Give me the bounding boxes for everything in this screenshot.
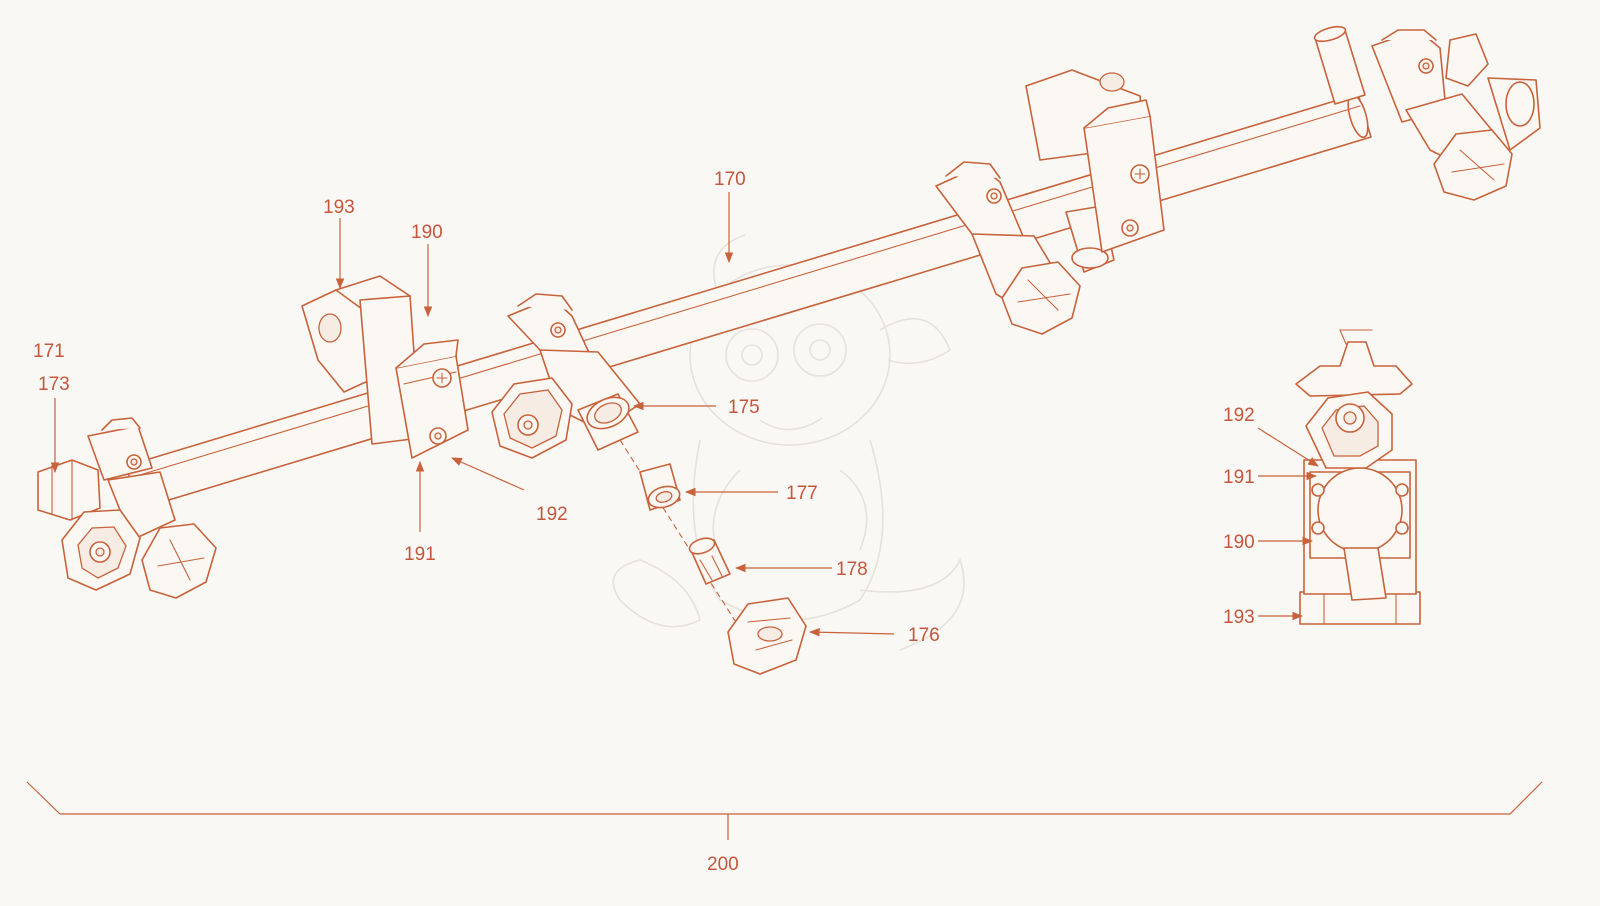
label-171: 171 bbox=[33, 341, 65, 362]
label-191: 191 bbox=[404, 544, 436, 565]
label-192: 192 bbox=[536, 504, 568, 525]
leader-lines bbox=[50, 192, 1319, 637]
label-193: 193 bbox=[323, 197, 355, 218]
label-200: 200 bbox=[707, 854, 739, 875]
label-173: 173 bbox=[38, 374, 70, 395]
end-view-inset bbox=[1295, 329, 1421, 625]
label-175: 175 bbox=[728, 397, 760, 418]
mounting-bracket-right bbox=[1025, 69, 1165, 253]
label-190: 190 bbox=[411, 222, 443, 243]
label-170: 170 bbox=[714, 169, 746, 190]
nozzle-assembly-left bbox=[37, 417, 217, 599]
nozzle-assembly-center-right bbox=[935, 161, 1115, 335]
label-191-inset: 191 bbox=[1223, 467, 1255, 488]
label-178: 178 bbox=[836, 559, 868, 580]
dimension-bracket-200 bbox=[26, 781, 1543, 840]
label-193-inset: 193 bbox=[1223, 607, 1255, 628]
nozzle-assembly-right bbox=[1371, 29, 1541, 201]
nozzle-assembly-middle bbox=[491, 293, 807, 675]
label-192-inset: 192 bbox=[1223, 405, 1255, 426]
mounting-bracket bbox=[301, 275, 469, 459]
label-177: 177 bbox=[786, 483, 818, 504]
label-190-inset: 190 bbox=[1223, 532, 1255, 553]
label-176: 176 bbox=[908, 625, 940, 646]
reference-labels: 170 193 190 171 173 175 177 192 191 178 … bbox=[33, 169, 1255, 875]
